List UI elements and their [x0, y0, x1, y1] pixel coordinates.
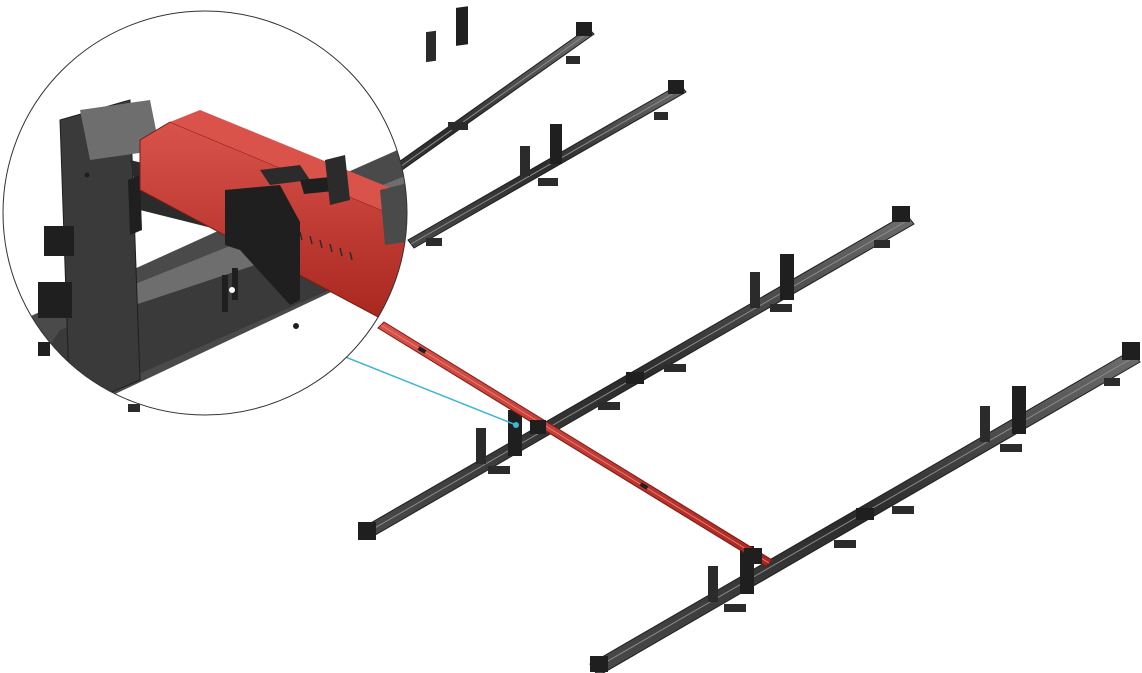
- rail-4-foot-b: [834, 540, 856, 548]
- rail-3-end-cap-right: [874, 206, 910, 248]
- zoom-hook: [128, 175, 142, 235]
- rail-2-foot: [538, 178, 558, 186]
- rail-4-end-cap-left: [590, 656, 608, 672]
- zoom-clip-bracket: [225, 185, 300, 305]
- rail-3-bracket-a: [476, 410, 522, 464]
- rail-3-foot-a: [488, 466, 510, 474]
- zoom-connector-upper: [44, 226, 74, 256]
- rail-4-foot-d: [1000, 444, 1022, 452]
- tie-bar-clip-rail-4: [744, 548, 762, 564]
- rail-1-foot: [448, 122, 468, 130]
- rail-4-foot-c: [892, 506, 914, 514]
- zoom-beam-ticks: [299, 231, 353, 261]
- callout-dot-end: [513, 422, 519, 428]
- rail-4-foot-a: [724, 604, 746, 612]
- rail-3-foot-b: [598, 402, 620, 410]
- tie-bar-clip-rail-3: [530, 420, 546, 434]
- rail-3: [358, 206, 915, 540]
- rail-foot-left-stub: [128, 404, 140, 412]
- rail-3-bracket-b: [750, 254, 794, 308]
- rail-4: [589, 342, 1141, 673]
- rail-2: [407, 80, 687, 249]
- rail-4-clamp: [856, 508, 874, 520]
- zoom-circle-outline: [2, 10, 408, 416]
- rail-2-foot-b: [426, 238, 442, 246]
- zoom-inset: [2, 10, 408, 416]
- rail-2-end-cap: [654, 80, 684, 120]
- rail-1-bracket-a: [426, 6, 468, 63]
- rail-2-bracket-a: [520, 124, 562, 176]
- rail-end-left-stub: [38, 342, 50, 356]
- rail-4-end-cap-right: [1104, 342, 1140, 386]
- tie-bar: [377, 321, 773, 567]
- rail-3-foot-d: [770, 304, 792, 312]
- zoom-connector-lower: [38, 282, 72, 318]
- rail-3-clamp: [626, 372, 644, 384]
- rail-3-foot-c: [664, 364, 686, 372]
- rail-3-end-cap-left: [358, 522, 376, 540]
- rail-4-bracket-b: [980, 386, 1026, 442]
- rail-1-end-cap: [566, 22, 592, 64]
